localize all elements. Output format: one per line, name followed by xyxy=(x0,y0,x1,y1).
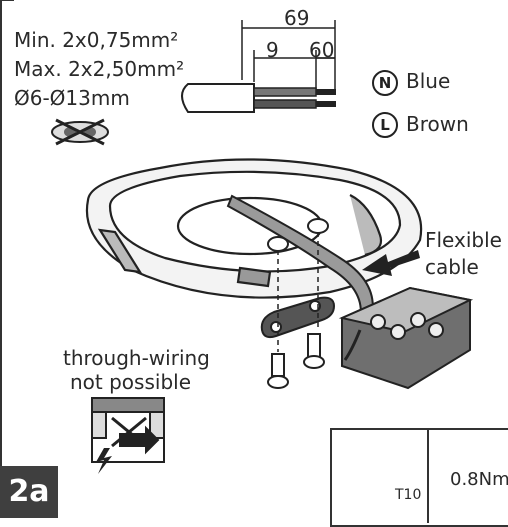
dimension-total: 69 xyxy=(284,6,310,30)
lightning-icon xyxy=(96,448,112,474)
screw-left xyxy=(267,353,289,389)
step-badge: 2a xyxy=(0,466,58,518)
flexible-label-line2: cable xyxy=(425,255,479,279)
flexible-label-line1: Flexible xyxy=(425,228,502,252)
cable-clamp xyxy=(260,218,336,339)
live-badge: L xyxy=(372,112,398,138)
dimension-lines xyxy=(241,20,336,95)
dimension-sheath: 60 xyxy=(309,38,335,62)
torque-value: 0.8Nm xyxy=(450,469,508,490)
cable-diameter: Ø6-Ø13mm xyxy=(14,86,130,110)
screw-right xyxy=(303,333,325,369)
through-wiring-line1: through-wiring xyxy=(63,346,210,370)
neutral-badge: N xyxy=(372,70,398,96)
dimension-strip: 9 xyxy=(266,38,279,62)
cable-spec: Min. 2x0,75mm² Max. 2x2,50mm² Ø6-Ø13mm xyxy=(14,28,184,115)
through-wiring-line2: not possible xyxy=(70,370,191,394)
terminal-block xyxy=(338,286,474,390)
cable-min: Min. 2x0,75mm² xyxy=(14,28,179,52)
torx-label: T10 xyxy=(395,487,422,503)
cable-max: Max. 2x2,50mm² xyxy=(14,57,185,81)
base-ring xyxy=(85,158,423,299)
arrow-icon xyxy=(362,250,420,276)
cable-illustration xyxy=(181,83,336,113)
neutral-color: Blue xyxy=(406,69,451,93)
no-flat-cable-icon xyxy=(51,118,109,146)
live-color: Brown xyxy=(406,112,469,136)
tool-divider xyxy=(427,428,429,523)
